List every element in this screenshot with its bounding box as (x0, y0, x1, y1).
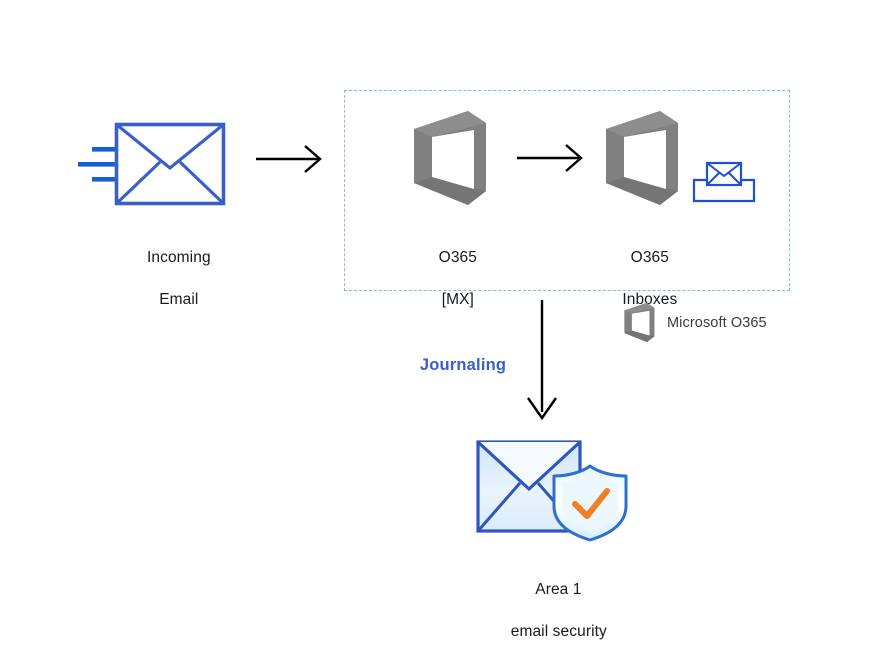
legend-o365-logo-icon (621, 302, 657, 343)
incoming-email-label-line1: Incoming (146, 249, 211, 266)
o365-bottom-bevel (414, 177, 486, 205)
arrow-inboxes-to-area1 (524, 300, 560, 422)
o365-mx-label: O365 [MX] (369, 226, 529, 331)
o365-inner-page (631, 310, 650, 336)
incoming-email-speed-lines (76, 142, 122, 188)
o365-inboxes-label-line2: Inboxes (622, 291, 678, 308)
o365-mx-label-line1: O365 (438, 249, 477, 266)
o365-inboxes-label: O365 Inboxes (561, 226, 721, 331)
o365-top-bevel (414, 111, 486, 137)
incoming-email-label-line2: Email (159, 291, 199, 308)
o365-bottom-bevel (606, 177, 678, 205)
area1-envelope-shield-check-icon (470, 434, 630, 542)
o365-inner-page (432, 130, 474, 189)
speed-line-middle (78, 162, 116, 167)
incoming-email-envelope-icon (114, 122, 226, 206)
microsoft-o365-boundary-zone (344, 90, 790, 291)
inbox-tray-envelope-icon (691, 160, 757, 204)
arrow-head (304, 145, 322, 173)
area1-label-line1: Area 1 (535, 581, 582, 598)
arrow-head (527, 397, 557, 421)
journaling-label: Journaling (419, 356, 507, 374)
area1-envelope-flap (476, 440, 582, 492)
arrow-head (565, 144, 583, 172)
legend-label: Microsoft O365 (667, 315, 767, 331)
o365-inner-page (624, 130, 666, 189)
o365-inboxes-label-line1: O365 (630, 249, 669, 266)
speed-line-top (92, 147, 116, 152)
envelope-fold-right (178, 160, 225, 205)
o365-top-bevel (624, 302, 655, 314)
o365-mx-label-line2: [MX] (441, 291, 474, 308)
o365-mx-logo-icon (406, 109, 492, 207)
badge-envelope-fold-right (728, 172, 742, 186)
area1-shield-inner (562, 474, 618, 533)
o365-inboxes-logo-icon (598, 109, 684, 207)
area1-label-line2: email security (510, 623, 607, 640)
arrow-incoming-to-mx (256, 144, 328, 174)
badge-envelope-flap (706, 162, 742, 178)
arrow-mx-to-inboxes (517, 143, 589, 173)
badge-envelope-fold-left (706, 172, 720, 186)
o365-top-bevel (606, 111, 678, 137)
speed-line-bottom (92, 177, 116, 182)
o365-bottom-bevel (624, 330, 655, 343)
incoming-email-label: Incoming Email (90, 226, 250, 331)
envelope-flap (115, 123, 225, 171)
envelope-fold-left (115, 160, 162, 205)
area1-label: Area 1 email security (465, 558, 635, 653)
area1-check-icon (572, 488, 610, 519)
area1-envelope-fold-left (476, 482, 522, 532)
